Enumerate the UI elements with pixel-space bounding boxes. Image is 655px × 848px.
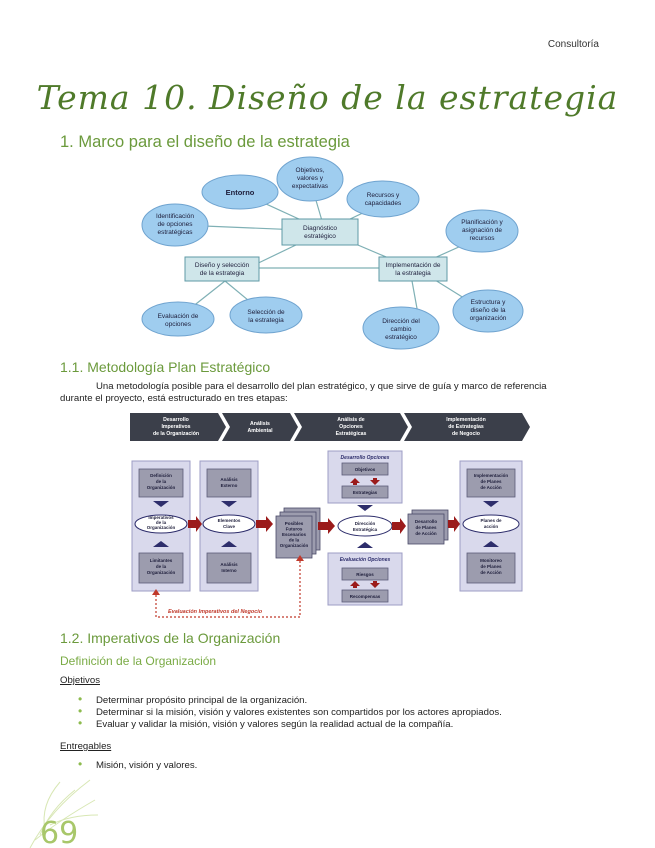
header-section-label: Consultoría bbox=[547, 39, 599, 50]
objetivos-list: Determinar propósito principal de la org… bbox=[78, 694, 502, 731]
entregables-label: Entregables bbox=[60, 741, 112, 752]
list-item: Misión, visión y valores. bbox=[78, 759, 197, 772]
document-title: Tema 10. Diseño de la estrategia bbox=[36, 78, 619, 117]
paragraph-line-1: Una metodología posible para el desarrol… bbox=[96, 381, 547, 392]
opciones-riesgos: Riesgos bbox=[356, 572, 374, 577]
opciones-estrategias: Estrategias bbox=[353, 490, 378, 495]
list-item: Evaluar y validar la misión, visión y va… bbox=[78, 718, 502, 731]
objetivos-label: Objetivos bbox=[60, 675, 100, 686]
page-number: 69 bbox=[40, 816, 79, 848]
paragraph-metodologia: Una metodología posible para el desarrol… bbox=[60, 381, 605, 404]
heading-section-1: 1. Marco para el diseño de la estrategia bbox=[60, 133, 350, 151]
desarrollo-opciones-label: Desarrollo Opciones bbox=[341, 455, 390, 461]
list-item: Determinar propósito principal de la org… bbox=[78, 694, 502, 707]
opciones-objetivos: Objetivos bbox=[355, 467, 376, 472]
feedback-label: Evaluación Imperativos del Negocio bbox=[168, 609, 263, 615]
node-entorno: Entorno bbox=[226, 188, 255, 197]
heading-section-1-1: 1.1. Metodología Plan Estratégico bbox=[60, 359, 271, 375]
entregables-list: Misión, visión y valores. bbox=[78, 759, 197, 772]
subheading-definicion: Definición de la Organización bbox=[60, 654, 217, 668]
paragraph-line-2: durante el proyecto, está estructurado e… bbox=[60, 392, 288, 404]
evaluacion-opciones-label: Evaluación Opciones bbox=[340, 557, 391, 563]
heading-section-1-2: 1.2. Imperativos de la Organización bbox=[60, 630, 281, 646]
list-item: Determinar si la misión, visión y valore… bbox=[78, 706, 502, 719]
palm-leaf-decoration bbox=[29, 779, 99, 848]
opciones-recompensas: Recompensas bbox=[350, 594, 381, 599]
